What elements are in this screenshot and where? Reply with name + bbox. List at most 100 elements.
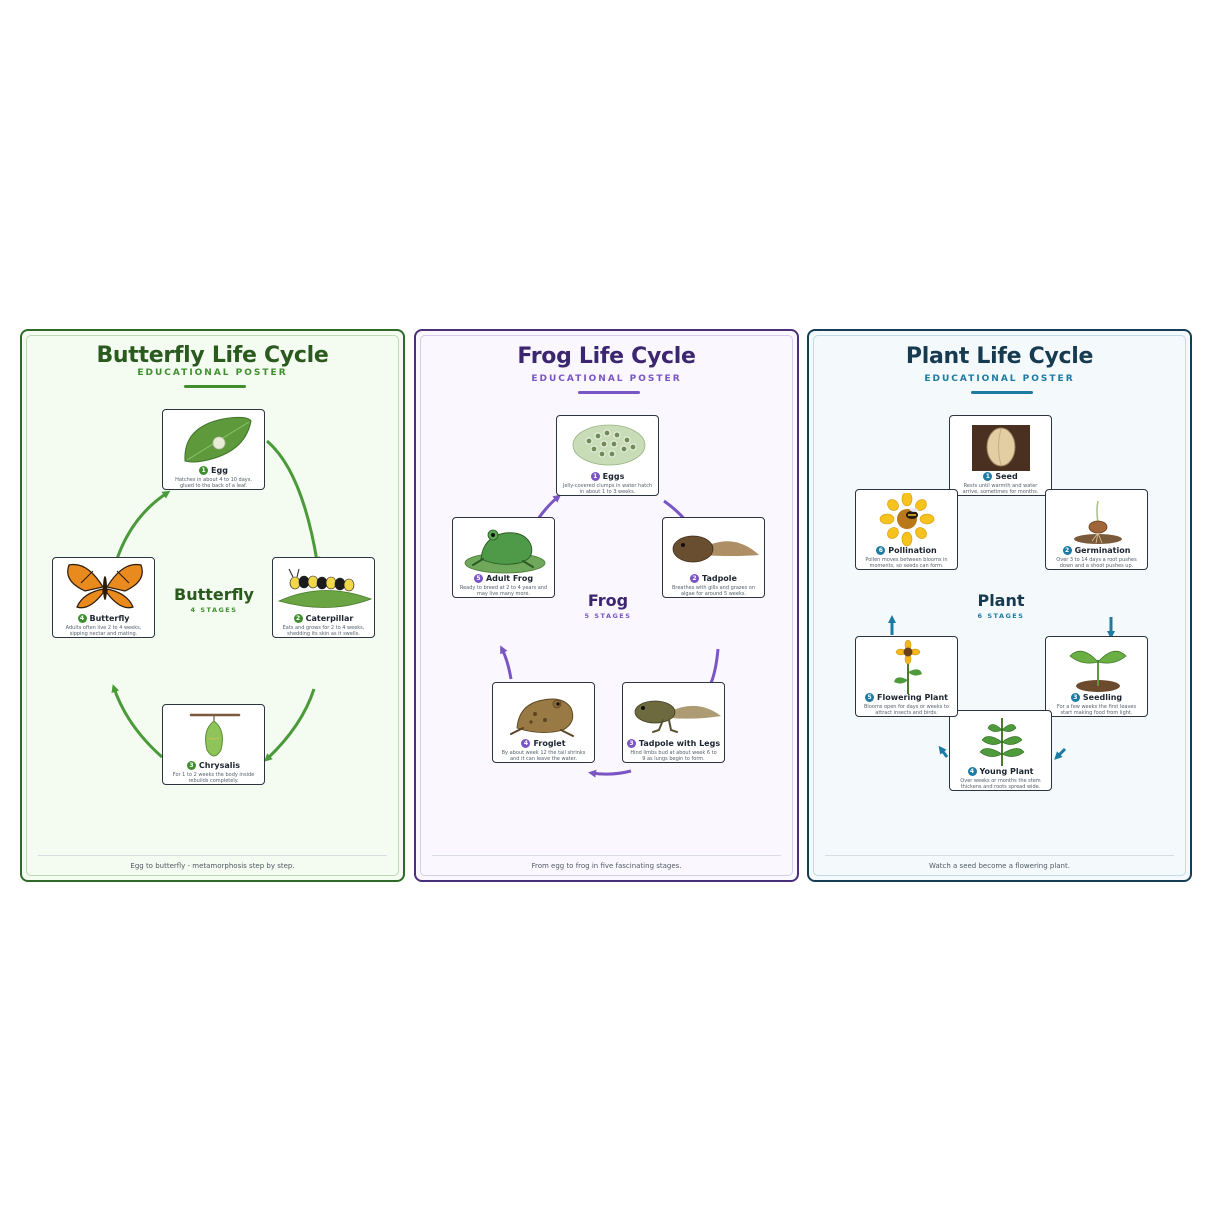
stage-description: Hatches in about 4 to 10 days, glued to … — [175, 477, 252, 489]
stage-number: 4 — [521, 739, 531, 748]
title-underline — [184, 385, 246, 388]
stage-number: 2 — [690, 574, 700, 583]
stage-name: Young Plant — [979, 767, 1034, 776]
butterfly-poster: Butterfly Life Cycle EDUCATIONAL POSTER … — [20, 329, 405, 882]
arrow-chrysalis-to-butterfly — [111, 684, 163, 759]
young-plant-icon — [979, 718, 1025, 766]
footer-divider — [825, 855, 1174, 856]
stage-number: 1 — [590, 472, 600, 481]
frog-poster: Frog Life Cycle EDUCATIONAL POSTER Frog … — [414, 329, 799, 882]
stage-number: 1 — [983, 472, 993, 481]
poster-subtitle: EDUCATIONAL POSTER — [924, 374, 1075, 384]
arrow-seedling-to-young-plant — [1054, 747, 1067, 760]
caterpillar-icon — [277, 568, 373, 608]
stage-number: 5 — [473, 574, 483, 583]
seed-icon — [972, 425, 1030, 471]
arrow-egg-to-caterpillar — [266, 439, 321, 565]
poster-title: Frog Life Cycle — [517, 344, 696, 369]
poster-title: Plant Life Cycle — [905, 344, 1094, 369]
stage-description: Pollen moves between blooms in moments, … — [865, 557, 948, 569]
stage-description: Jelly-covered clumps in water hatch in a… — [562, 483, 653, 495]
stage-description: Hind limbs bud at about week 6 to 9 as l… — [630, 750, 717, 762]
tadpole-icon — [672, 535, 759, 563]
center-name: Butterfly — [174, 585, 254, 604]
footer-divider — [432, 855, 781, 856]
stage-name: Germination — [1074, 546, 1131, 555]
stage-name: Flowering Plant — [877, 693, 948, 702]
poster-subtitle: EDUCATIONAL POSTER — [137, 368, 288, 378]
frog-eggs-icon — [572, 424, 646, 466]
poster-subtitle: EDUCATIONAL POSTER — [531, 374, 682, 384]
stage-name: Seed — [995, 472, 1018, 481]
poster-footer: From egg to frog in five fascinating sta… — [531, 862, 682, 870]
title-underline — [971, 391, 1033, 394]
chrysalis-icon — [189, 713, 241, 757]
arrow-froglet-to-adult — [500, 645, 513, 680]
stage-number: 4 — [77, 614, 87, 623]
stage-number: 1 — [199, 466, 209, 475]
stage-description: By about week 12 the tail shrinks and it… — [501, 750, 586, 762]
seedling-icon — [1069, 650, 1127, 692]
sunflower-plant-icon — [894, 640, 922, 694]
stage-description: Adults often live 2 to 4 weeks, sipping … — [65, 625, 142, 637]
stage-number: 6 — [876, 546, 886, 555]
stage-number: 3 — [1070, 693, 1080, 702]
stage-description: For 1 to 2 weeks the body inside rebuild… — [172, 772, 255, 784]
stage-name: Adult Frog — [485, 574, 534, 583]
cycle-arrows — [500, 494, 720, 778]
butterfly-icon — [67, 563, 143, 609]
stage-name: Seedling — [1082, 693, 1123, 702]
stage-number: 2 — [293, 614, 303, 623]
stage-description: Over 3 to 14 days a root pushes down and… — [1056, 557, 1137, 569]
pollination-icon — [879, 493, 935, 547]
arrow-adult-to-eggs — [536, 494, 562, 520]
stage-description: Ready to breed at 2 to 4 years and may l… — [459, 585, 548, 597]
arrow-legs-to-froglet — [588, 769, 632, 778]
stage-description: Over weeks or months the stem thickens a… — [960, 778, 1041, 790]
leaf-egg-icon — [184, 416, 252, 463]
stage-description: Breathes with gills and grazes on algae … — [671, 585, 756, 597]
poster-title: Butterfly Life Cycle — [96, 343, 329, 368]
center-stages: 4 STAGES — [190, 606, 238, 614]
poster-footer: Egg to butterfly - metamorphosis step by… — [130, 862, 295, 870]
stage-name: Chrysalis — [198, 761, 241, 770]
stage-name: Eggs — [602, 472, 625, 481]
stage-number: 3 — [626, 739, 636, 748]
center-name: Plant — [977, 591, 1025, 610]
stage-name: Tadpole with Legs — [638, 739, 721, 748]
stage-description: Eats and grows for 2 to 4 weeks, sheddin… — [282, 625, 365, 637]
stage-name: Pollination — [888, 546, 937, 555]
cycle-arrows — [111, 439, 321, 762]
stage-number: 2 — [1062, 546, 1072, 555]
stage-description: For a few weeks the first leaves start m… — [1056, 704, 1137, 716]
stage-name: Egg — [211, 466, 228, 475]
center-stages: 5 STAGES — [584, 612, 632, 620]
stage-name: Butterfly — [89, 614, 130, 623]
stage-name: Tadpole — [702, 574, 737, 583]
center-stages: 6 STAGES — [977, 612, 1025, 620]
arrow-young-plant-to-flowering — [938, 745, 949, 758]
stage-name: Caterpillar — [305, 614, 354, 623]
plant-poster: Plant Life Cycle EDUCATIONAL POSTER Plan… — [807, 329, 1192, 882]
germination-icon — [1074, 500, 1122, 544]
cycle-arrows — [888, 615, 1115, 760]
stage-description: Blooms open for days or weeks to attract… — [864, 704, 949, 716]
title-underline — [578, 391, 640, 394]
stage-name: Froglet — [533, 739, 566, 748]
stage-number: 3 — [186, 761, 196, 770]
